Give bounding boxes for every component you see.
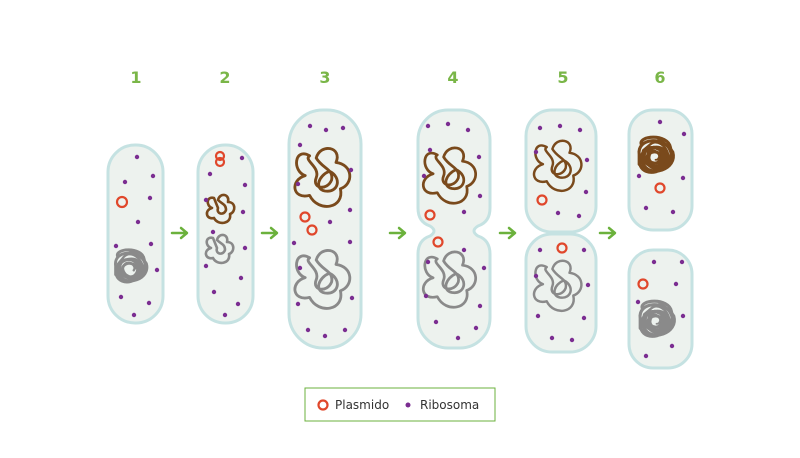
step-label-4: 4: [447, 68, 458, 87]
plasmid: [536, 194, 548, 206]
plasmid: [214, 150, 226, 162]
ribosomes: [533, 123, 591, 343]
ribosomes: [635, 119, 687, 359]
cell-1: [106, 143, 165, 325]
step-label-2: 2: [219, 68, 230, 87]
arrow-1-to-2: [170, 226, 189, 240]
legend-ribosome-label: Ribosoma: [420, 398, 479, 412]
arrow-5-to-6: [598, 226, 617, 240]
step-label-5: 5: [557, 68, 568, 87]
ribosomes: [421, 121, 487, 341]
plasmid-legend-icon: [317, 399, 329, 411]
ribosomes: [203, 155, 248, 318]
plasmid: [424, 209, 436, 221]
cell-3: [287, 108, 363, 350]
cell-1-membrane: [106, 143, 165, 325]
plasmid: [214, 156, 226, 168]
plasmid: [654, 182, 666, 194]
plasmid: [432, 236, 444, 248]
plasmid: [306, 224, 318, 236]
ribosomes: [113, 154, 160, 318]
cell-2: [196, 143, 255, 325]
ribosomes: [291, 123, 355, 339]
cell-4-membrane: [416, 108, 492, 350]
plasmid: [115, 195, 129, 209]
step-label-6: 6: [654, 68, 665, 87]
arrow-4-to-5: [498, 226, 517, 240]
cell-5: [524, 108, 598, 354]
step-label-1: 1: [130, 68, 141, 87]
legend-box: [304, 387, 496, 422]
arrow-3-to-4: [388, 226, 407, 240]
cell-6: [627, 108, 694, 370]
ribosome-legend-icon: [405, 402, 411, 408]
cell-4: [416, 108, 492, 350]
plasmid: [556, 242, 568, 254]
arrow-2-to-3: [260, 226, 279, 240]
plasmid: [637, 278, 649, 290]
legend-plasmid-label: Plasmido: [335, 398, 389, 412]
cell-6-bottom-membrane: [627, 248, 694, 370]
legend: Plasmido Ribosoma: [304, 387, 496, 422]
step-label-3: 3: [319, 68, 330, 87]
plasmid: [299, 211, 311, 223]
cell-5-top-membrane: [524, 108, 598, 234]
cell-2-membrane: [196, 143, 255, 325]
